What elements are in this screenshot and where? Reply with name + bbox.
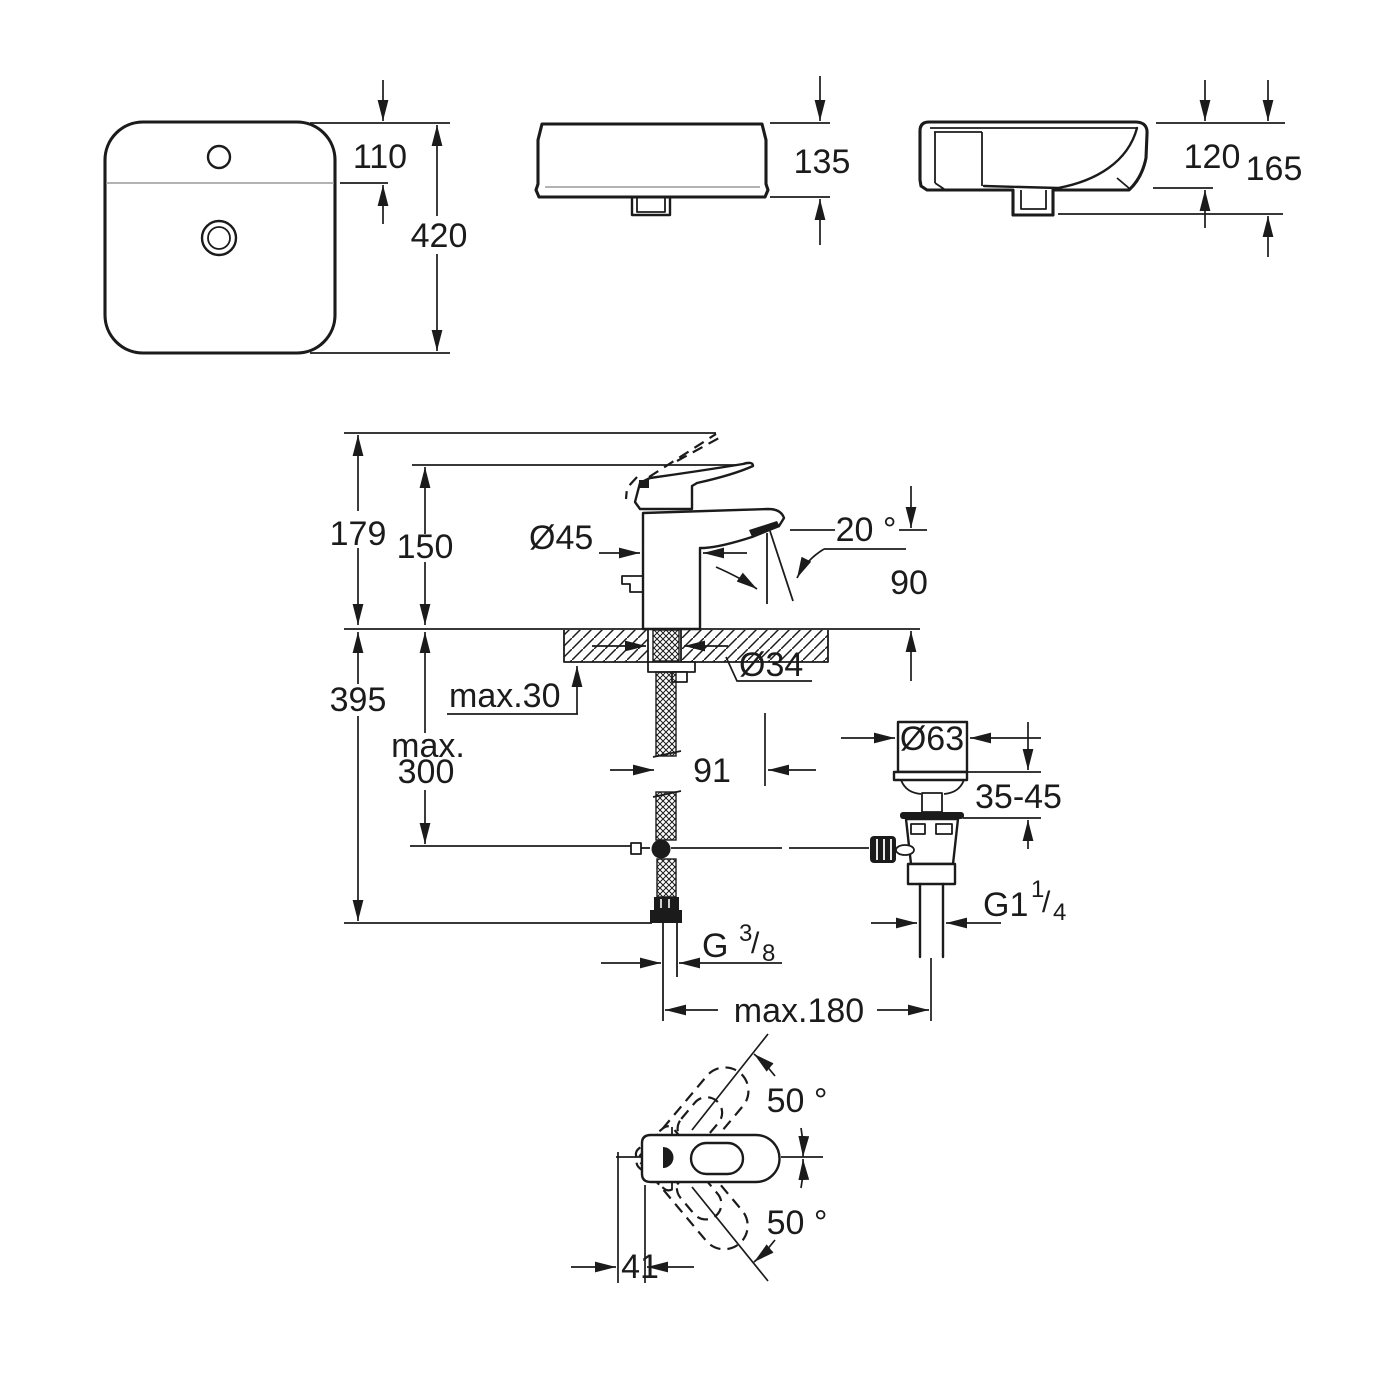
basin-outline-front (534, 122, 770, 199)
cartridge-mark (663, 1147, 674, 1168)
dim-hose-max-line1: max. (391, 727, 465, 765)
basin-outline-side (918, 120, 1149, 217)
dim-total-height: 395 (330, 681, 387, 719)
tap-hole (206, 144, 232, 170)
dim-depth-rim: 120 (1184, 138, 1241, 176)
dim-hole-diameter: Ø34 (739, 646, 803, 684)
sink-top-view: 110 420 (103, 80, 468, 355)
drain-hole-inner (207, 226, 231, 250)
dim-basin-height: 135 (794, 143, 851, 181)
drain-plug (896, 720, 969, 774)
dim-supply-thread: G 3 / 8 (702, 920, 775, 967)
basin-outline-top (103, 120, 337, 355)
pop-up-lever (621, 575, 643, 593)
faucet-side-view: 179 150 395 max. 300 max.30 Ø34 (330, 432, 1066, 1030)
dim-hose-max-line2: 300 (398, 753, 455, 791)
drain-hole-outer (200, 219, 238, 257)
dim-drain-thread: G1 1 / 4 (983, 876, 1066, 926)
pop-up-rod-joint (651, 839, 671, 859)
dim-spout-height: 90 (890, 564, 928, 602)
dim-handle-offset: 41 (621, 1248, 659, 1286)
supply-hose-assembly (630, 629, 869, 1021)
dim-flange-diameter: Ø63 (900, 720, 964, 758)
rod-adjustment-knob (870, 836, 896, 863)
sink-side-view: 120 165 (918, 80, 1303, 257)
dim-swing-lower: 50 ° (767, 1204, 828, 1242)
dim-lever-open-height: 179 (330, 515, 387, 553)
dim-clamp-range: 35-45 (975, 778, 1062, 816)
drain-valve-assembly: Ø63 35-45 G1 (841, 720, 1066, 959)
dim-basin-width: 420 (411, 217, 468, 255)
dim-spout-angle: 20 ° (836, 511, 897, 549)
lever-handle (633, 461, 755, 511)
dim-offset: 91 (693, 752, 731, 790)
dim-hole-offset: 110 (353, 138, 407, 176)
drain-thread-section (906, 862, 957, 886)
handle-grip-cutout (689, 1141, 745, 1176)
dim-body-diameter: Ø45 (529, 519, 593, 557)
bowl-curve (982, 126, 1139, 190)
faucet-body (621, 433, 786, 631)
handle-top-outline (640, 1133, 781, 1184)
faucet-bottom-view: 50 ° 50 ° 41 (571, 1033, 828, 1286)
dim-depth-total: 165 (1246, 150, 1303, 188)
sink-front-view: 135 (534, 76, 851, 245)
dim-faucet-height: 150 (397, 528, 454, 566)
aerator (749, 521, 780, 537)
dim-swing-upper: 50 ° (767, 1082, 828, 1120)
drain-stub-front (630, 195, 672, 217)
dim-deck-max: max.30 (449, 677, 561, 715)
dim-reach-max: max.180 (734, 992, 864, 1030)
